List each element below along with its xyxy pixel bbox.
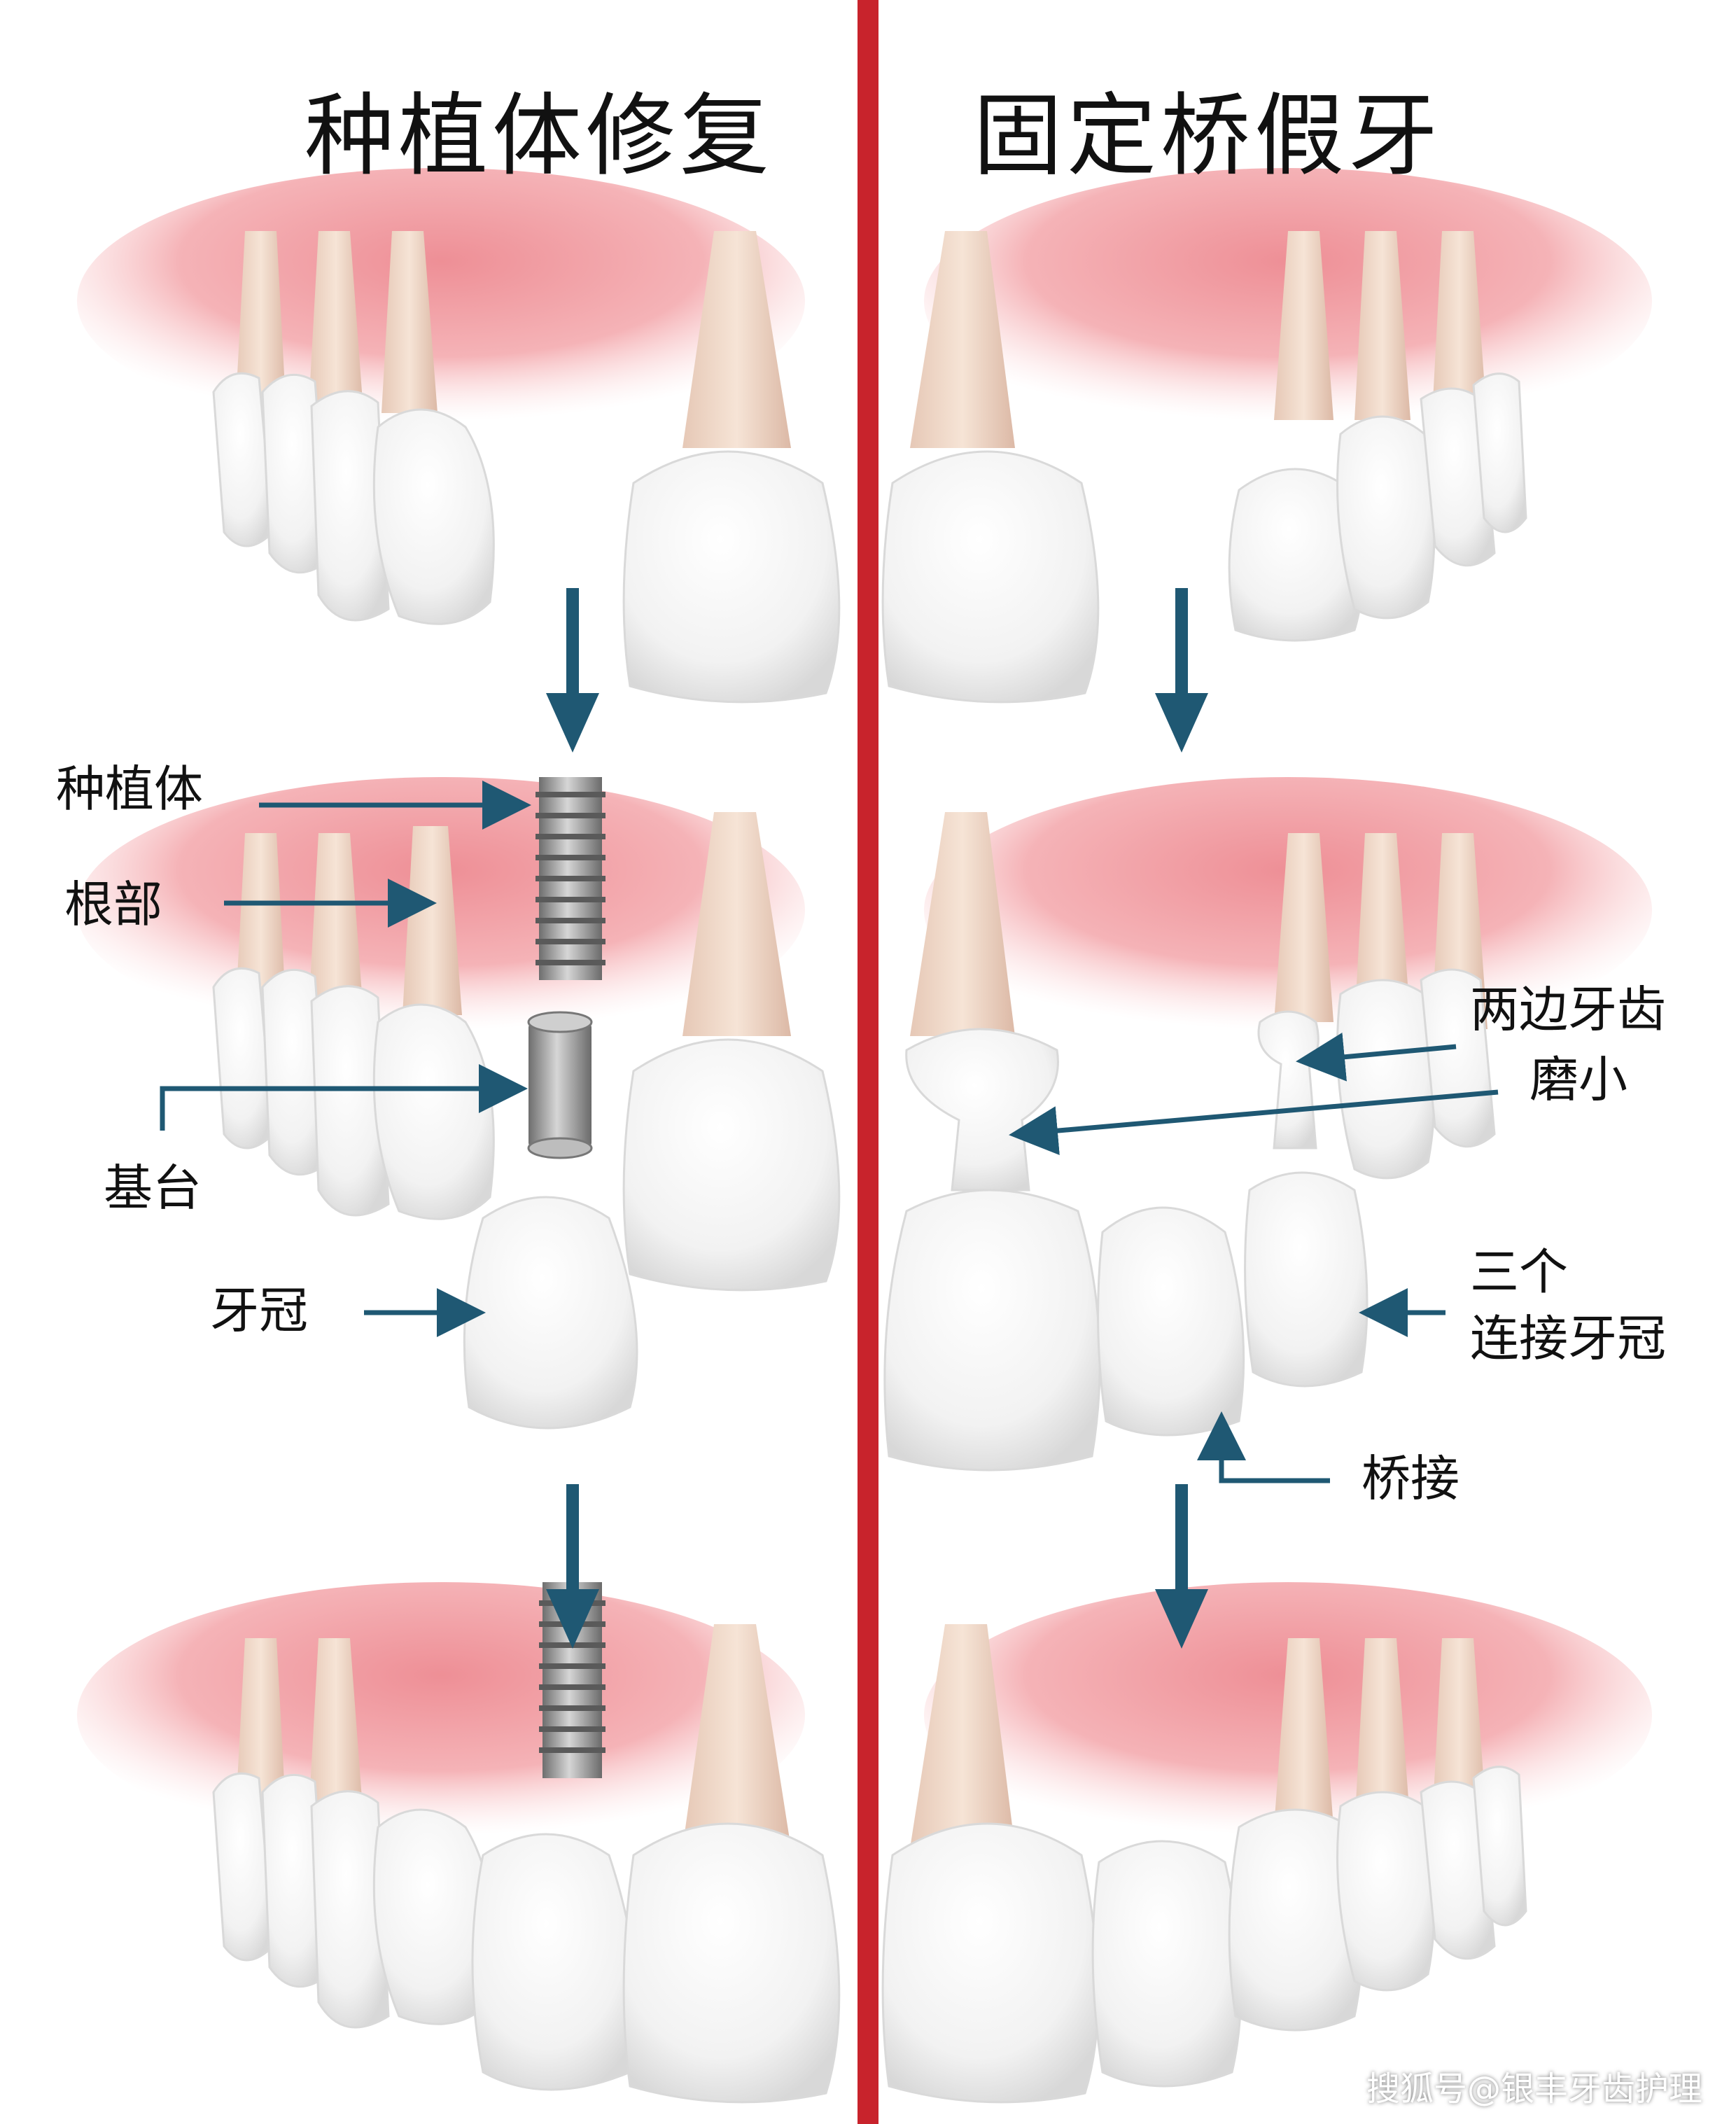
label-implant: 种植体	[56, 760, 203, 818]
bridge-crown-2	[1097, 1206, 1245, 1437]
label-three-crowns-line2: 连接牙冠	[1470, 1310, 1666, 1367]
pointer-bridge	[1197, 1411, 1330, 1483]
title-bridge: 固定桥假牙	[973, 84, 1443, 188]
pointer-adjacent-left	[1009, 1089, 1499, 1155]
right-arch-3	[881, 1582, 1652, 2104]
label-three-crowns-line1: 三个	[1470, 1243, 1568, 1301]
label-crown: 牙冠	[210, 1282, 308, 1339]
left-arch-1	[77, 168, 841, 704]
bridge-crown-1	[883, 1189, 1101, 1472]
pointer-adjacent-right	[1296, 1032, 1457, 1082]
prepared-tooth-left	[905, 1028, 1059, 1192]
pointer-abutment	[160, 1064, 528, 1131]
implant-screw	[536, 777, 606, 980]
label-root: 根部	[64, 876, 162, 933]
crown-piece	[463, 1196, 638, 1430]
right-arch-2	[883, 777, 1652, 1472]
right-arch-1	[881, 168, 1652, 704]
label-bridge: 桥接	[1362, 1450, 1460, 1507]
arrows	[160, 588, 1499, 1649]
watermark: 搜狐号@银丰牙齿护理	[1366, 2069, 1702, 2109]
title-implant: 种植体修复	[304, 84, 774, 188]
label-adjacent-line1: 两边牙齿	[1470, 981, 1666, 1038]
prepared-tooth-right	[1257, 1010, 1320, 1150]
center-divider	[858, 0, 878, 2124]
abutment	[527, 1011, 593, 1159]
left-arch-3	[77, 1582, 841, 2104]
left-arch-2	[77, 777, 841, 1430]
label-abutment: 基台	[104, 1159, 202, 1217]
bridge-crown-3	[1244, 1171, 1368, 1388]
label-adjacent-line2: 磨小	[1530, 1051, 1628, 1108]
